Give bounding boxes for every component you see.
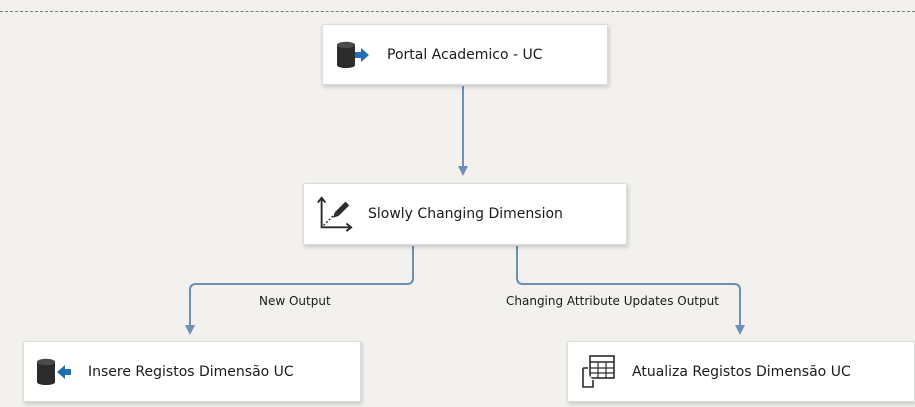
- insert-destination-component[interactable]: Insere Registos Dimensão UC: [23, 341, 361, 402]
- changing-attribute-output-label[interactable]: Changing Attribute Updates Output: [506, 294, 719, 308]
- new-output-label[interactable]: New Output: [259, 294, 331, 308]
- scd-component[interactable]: Slowly Changing Dimension: [303, 183, 627, 245]
- scd-component-label: Slowly Changing Dimension: [368, 206, 563, 222]
- connector-changing-attribute-output[interactable]: [516, 246, 745, 335]
- ole-db-source-icon: [333, 35, 373, 75]
- slowly-changing-dimension-icon: [314, 194, 354, 234]
- insert-destination-label: Insere Registos Dimensão UC: [88, 363, 294, 380]
- source-component-label: Portal Academico - UC: [387, 46, 543, 63]
- source-component[interactable]: Portal Academico - UC: [322, 24, 608, 85]
- ole-db-command-icon: [578, 352, 618, 392]
- update-command-label: Atualiza Registos Dimensão UC: [632, 363, 851, 380]
- canvas-top-border: [0, 11, 915, 12]
- connector-new-output[interactable]: [185, 246, 414, 335]
- ole-db-destination-icon: [34, 352, 74, 392]
- update-command-component[interactable]: Atualiza Registos Dimensão UC: [567, 341, 915, 402]
